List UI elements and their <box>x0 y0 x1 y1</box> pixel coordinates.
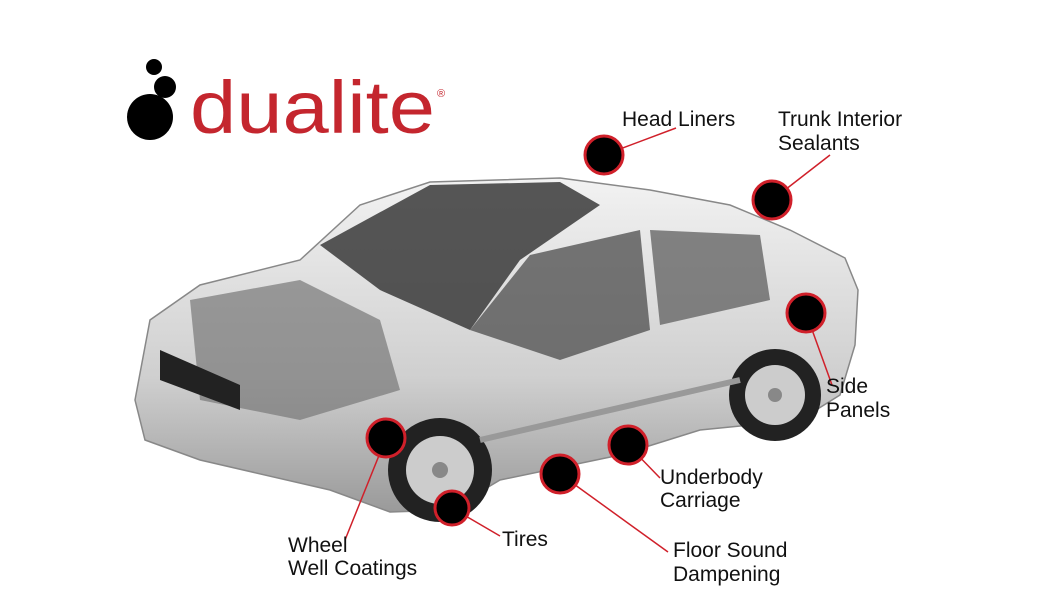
logo-text: dualite <box>190 66 435 149</box>
marker-head-liners <box>583 134 625 176</box>
label-side-line1: Side <box>826 375 868 398</box>
logo-dot-large <box>127 94 173 140</box>
label-underbody-line1: Underbody <box>660 466 763 489</box>
label-side-line2: Panels <box>826 399 890 422</box>
logo-dot-small <box>146 59 162 75</box>
marker-tires <box>433 489 471 527</box>
marker-underbody-carriage <box>607 424 649 466</box>
label-trunk-line2: Sealants <box>778 132 860 155</box>
logo-dot-medium <box>154 76 176 98</box>
label-floor-line2: Dampening <box>673 563 780 586</box>
dualite-logo: dualite ® <box>127 59 445 149</box>
label-wheel-line1: Wheel <box>288 534 348 557</box>
label-underbody-line2: Carriage <box>660 489 741 512</box>
marker-side-panels <box>785 292 827 334</box>
registered-mark: ® <box>437 88 445 100</box>
marker-wheel-well-coatings <box>365 417 407 459</box>
label-tires: Tires <box>502 528 548 551</box>
label-wheel-line2: Well Coatings <box>288 557 417 580</box>
marker-floor-sound-dampening <box>539 453 581 495</box>
marker-trunk-interior-sealants <box>751 179 793 221</box>
label-floor-line1: Floor Sound <box>673 539 787 562</box>
callout-labels: Head Liners Trunk Interior Sealants Side… <box>288 108 902 586</box>
label-head-liners: Head Liners <box>622 108 735 131</box>
label-trunk-line1: Trunk Interior <box>778 108 902 131</box>
